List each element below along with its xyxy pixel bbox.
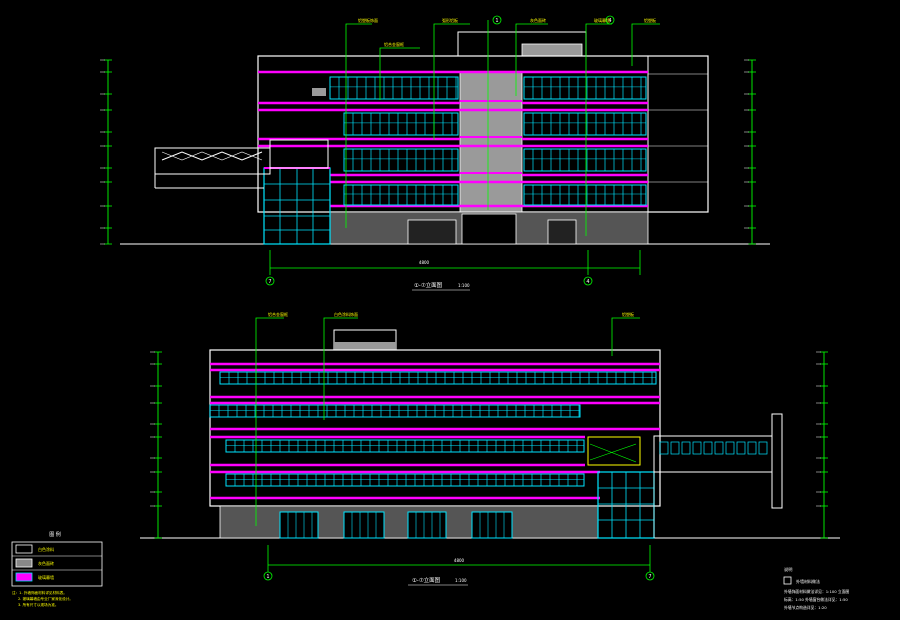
top-elevation-scale: 1:100 [458, 283, 470, 288]
general-notes: 注：1. 外墙饰面材料详见材料表。 2. 玻璃幕墙由专业厂家深化设计。 3. 所… [12, 590, 73, 607]
material-spec-block: 说明 外墙材料做法 外墙饰面材料做法详见：1:100 立面图 标高：1:50 外… [783, 566, 850, 610]
legend: 图 例 白色涂料 灰色面砖 玻璃幕墙 [11, 531, 103, 587]
top-total-dimension: 4800 [419, 260, 430, 265]
top-right-level-chain [744, 59, 756, 245]
callout-label: 铝合金窗框 [384, 41, 404, 47]
note-line-1: 注：1. 外墙饰面材料详见材料表。 [12, 590, 67, 595]
top-elevation-title: ①-⑦立面图 [414, 281, 443, 289]
spec-line-3: 外墙节点构造详见：1:20 [784, 605, 827, 610]
callout-label: 弧形铝板 [442, 17, 458, 23]
bottom-callout-labels: 铝合金窗框 白色涂料饰面 铝塑板 [268, 311, 634, 317]
top-axis-left: 7 [268, 279, 271, 285]
callout-label: 铝塑板 [622, 311, 634, 317]
top-axis-mid: 4 [586, 279, 589, 285]
bottom-window-strips [209, 371, 657, 487]
note-line-2: 2. 玻璃幕墙由专业厂家深化设计。 [18, 596, 73, 601]
bottom-entrance-doors [279, 511, 513, 539]
legend-item-1: 白色涂料 [38, 546, 54, 552]
bottom-right-level-chain [816, 351, 828, 539]
detail-callout-box [587, 436, 641, 466]
legend-item-2: 灰色面砖 [38, 560, 54, 566]
spec-symbol [783, 576, 792, 585]
bottom-elevation-title: ①-⑦立面图 [412, 576, 441, 584]
spec-line-1: 外墙饰面材料做法详见：1:100 立面图 [784, 589, 850, 594]
callout-label: 铝塑板饰面 [358, 17, 378, 23]
callout-label: 白色涂料饰面 [334, 311, 358, 317]
spec-header: 说明 [784, 566, 792, 573]
bottom-elevation: 4800 1 7 ①-⑦立面图 1:100 铝合金窗框 白色涂料饰面 铝塑板 [140, 311, 840, 586]
top-window-strips [329, 76, 647, 206]
bottom-axis-left: 1 [266, 574, 269, 580]
callout-label: 铝塑板 [644, 17, 656, 23]
spec-line-2: 标高：1:50 外墙窗台做法详见：1:50 [784, 597, 848, 602]
callout-label: 灰色面砖 [530, 17, 546, 23]
bottom-axis-right: 7 [648, 574, 651, 580]
spec-item-label: 外墙材料做法 [796, 578, 820, 584]
callout-label: 铝合金窗框 [268, 311, 288, 317]
top-axis-top-a: 1 [495, 18, 498, 24]
legend-item-3: 玻璃幕墙 [38, 574, 54, 580]
bottom-total-dimension: 4800 [454, 558, 465, 563]
bottom-left-level-chain [150, 351, 162, 539]
callout-label: 玻璃幕墙 [594, 17, 610, 23]
bottom-floor-bands [210, 362, 660, 500]
bottom-elevation-scale: 1:100 [455, 578, 467, 583]
top-left-level-chain [100, 59, 112, 245]
top-axis-top-b: 4 [608, 18, 611, 24]
top-floor-bands [258, 70, 648, 208]
note-line-3: 3. 所有尺寸以现场为准。 [18, 602, 59, 607]
legend-header: 图 例 [49, 531, 61, 538]
